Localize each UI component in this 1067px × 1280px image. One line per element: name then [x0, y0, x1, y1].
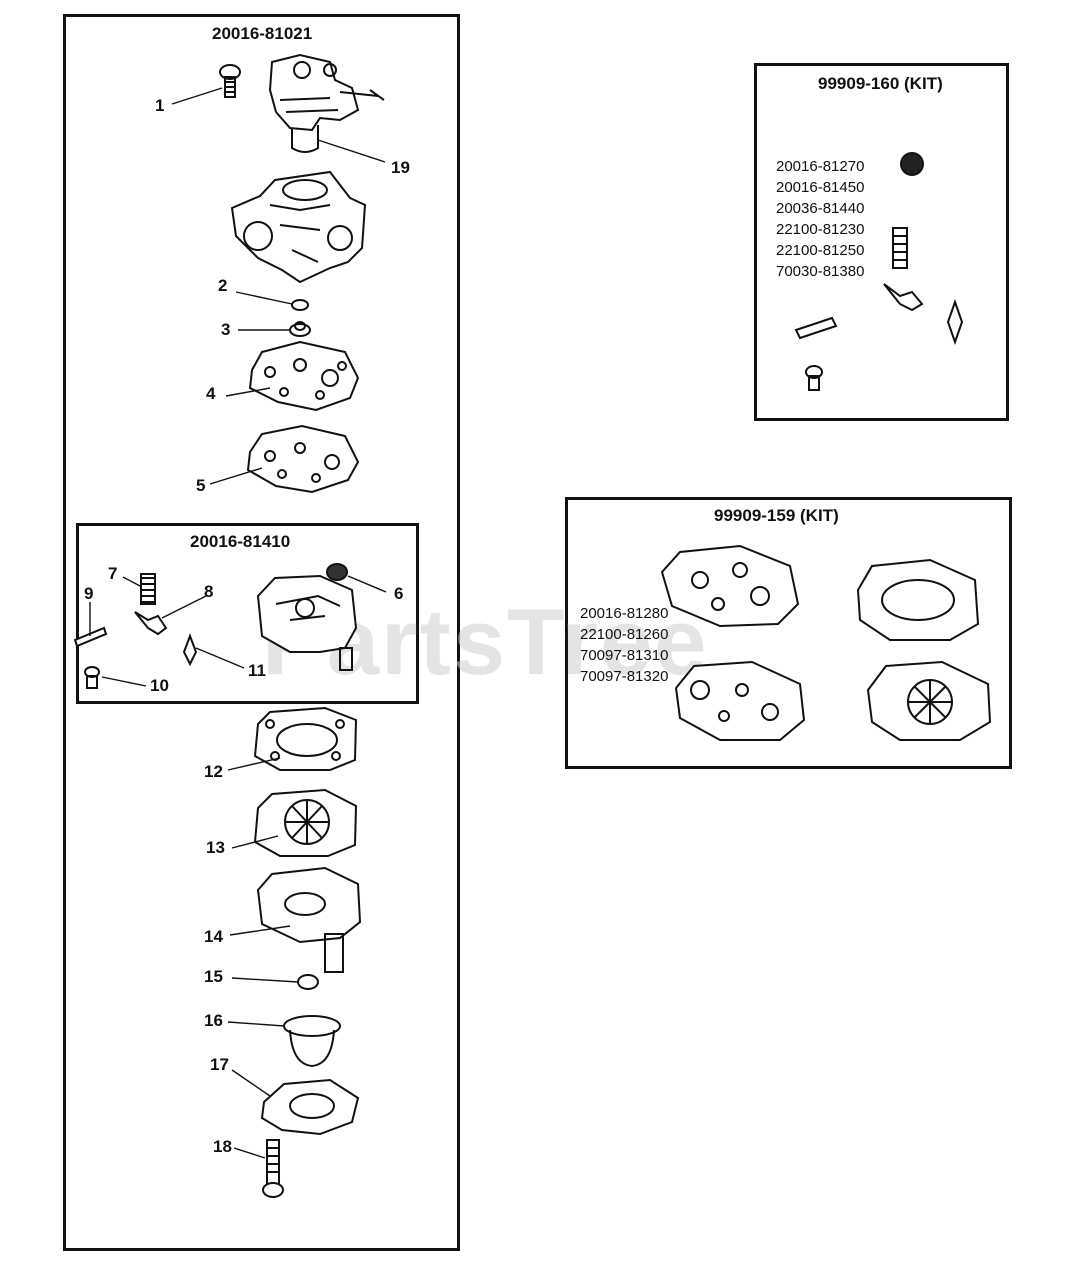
- main-assembly-part-number: 20016-81021: [212, 24, 313, 43]
- part-13-diaphragm: [253, 788, 358, 857]
- callout-3: 3: [221, 320, 231, 339]
- kit-159-parts: [660, 544, 992, 741]
- kit-160-part: 22100-81230: [776, 221, 865, 238]
- part-4-gasket: [248, 340, 360, 412]
- part-14-cover: [256, 866, 362, 973]
- part-11-needle: [182, 633, 198, 667]
- part-9-pin: [73, 626, 108, 648]
- callout-1: 1: [155, 96, 165, 115]
- callout-6: 6: [394, 584, 404, 603]
- kit-160-part: 70030-81380: [776, 263, 865, 280]
- kit-160-part: 20016-81450: [776, 179, 865, 196]
- sub-assembly-part-number: 20016-81410: [190, 532, 291, 551]
- sub-assembly-frame: [76, 523, 419, 704]
- part-6-plug: [326, 563, 348, 581]
- callout-17: 17: [210, 1055, 229, 1074]
- callout-15: 15: [204, 967, 223, 986]
- callout-11: 11: [248, 661, 266, 680]
- part-12-gasket: [253, 706, 358, 771]
- part-7-spring: [140, 573, 156, 605]
- part-19-carb-top: [268, 53, 385, 153]
- kit-160-part: 20036-81440: [776, 200, 865, 217]
- kit-159-title: 99909-159 (KIT): [714, 506, 839, 525]
- callout-10: 10: [150, 676, 169, 695]
- callout-2: 2: [218, 276, 228, 295]
- part-15-valve: [297, 974, 319, 990]
- callout-4: 4: [206, 384, 216, 403]
- callout-12: 12: [204, 762, 223, 781]
- part-1-screw: [219, 64, 241, 98]
- main-assembly-frame: [63, 14, 460, 1251]
- callout-13: 13: [206, 838, 225, 857]
- part-10-screw: [84, 666, 100, 689]
- part-17-retainer: [260, 1078, 360, 1136]
- kit-160-part: 22100-81250: [776, 242, 865, 259]
- callout-19: 19: [391, 158, 410, 177]
- kit-160-part: 20016-81270: [776, 158, 865, 175]
- kit-160-title: 99909-160 (KIT): [818, 74, 943, 93]
- part-3-seal: [289, 321, 311, 337]
- part-8-lever: [134, 611, 168, 636]
- part-18-screw: [262, 1139, 284, 1198]
- callout-5: 5: [196, 476, 206, 495]
- callout-14: 14: [204, 927, 223, 946]
- kit-159-part: 22100-81260: [580, 626, 669, 643]
- kit-159-part: 70097-81320: [580, 668, 669, 685]
- callout-9: 9: [84, 584, 94, 603]
- metering-body: [256, 574, 358, 671]
- part-16-primer-bulb: [283, 1015, 341, 1068]
- callout-7: 7: [108, 564, 118, 583]
- kit-160-frame: [754, 63, 1009, 421]
- kit-159-frame: [565, 497, 1012, 769]
- kit-159-part: 70097-81310: [580, 647, 669, 664]
- kit-160-parts: [794, 152, 964, 391]
- kit-159-part: 20016-81280: [580, 605, 669, 622]
- part-2-washer: [291, 299, 309, 311]
- callout-18: 18: [213, 1137, 232, 1156]
- callout-8: 8: [204, 582, 214, 601]
- carburetor-body: [230, 170, 367, 284]
- callout-16: 16: [204, 1011, 223, 1030]
- part-5-gasket: [246, 424, 360, 494]
